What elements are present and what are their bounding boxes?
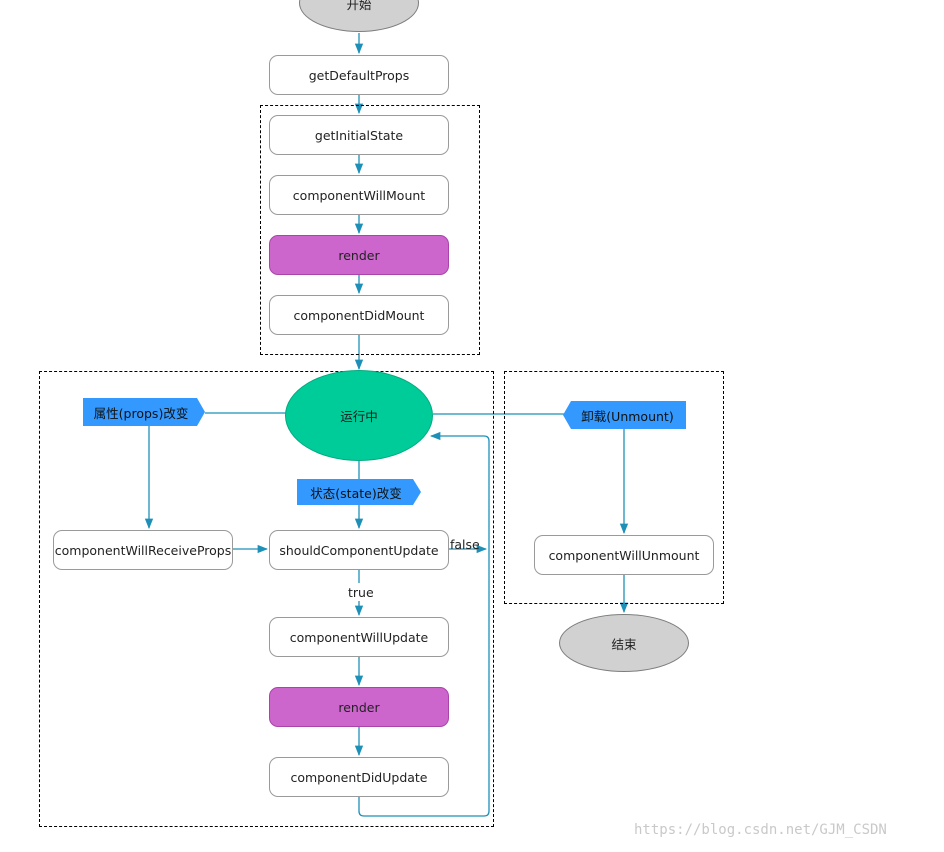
component-will-mount-node: componentWillMount: [269, 175, 449, 215]
unmount-tag: 卸载(Unmount): [563, 401, 686, 429]
should-component-update-node: shouldComponentUpdate: [269, 530, 449, 570]
render-mount-node: render: [269, 235, 449, 275]
component-will-receive-props-node: componentWillReceiveProps: [53, 530, 233, 570]
component-did-mount-node: componentDidMount: [269, 295, 449, 335]
true-edge-label: true: [348, 585, 374, 600]
unmount-phase-group: [504, 371, 724, 604]
component-will-unmount-node: componentWillUnmount: [534, 535, 714, 575]
props-changed-tag: 属性(props)改变: [83, 398, 205, 426]
edge-didupdate-loop-back: [358, 431, 490, 817]
get-initial-state-node: getInitialState: [269, 115, 449, 155]
render-update-node: render: [269, 687, 449, 727]
update-phase-group: [39, 371, 494, 827]
state-changed-tag: 状态(state)改变: [297, 479, 421, 505]
component-will-update-node: componentWillUpdate: [269, 617, 449, 657]
end-node: 结束: [559, 614, 689, 672]
running-node: 运行中: [285, 370, 433, 461]
component-did-update-node: componentDidUpdate: [269, 757, 449, 797]
false-edge-label: false: [450, 537, 480, 552]
watermark-text: https://blog.csdn.net/GJM_CSDN: [634, 822, 887, 838]
get-default-props-node: getDefaultProps: [269, 55, 449, 95]
mount-phase-group: [260, 105, 480, 355]
